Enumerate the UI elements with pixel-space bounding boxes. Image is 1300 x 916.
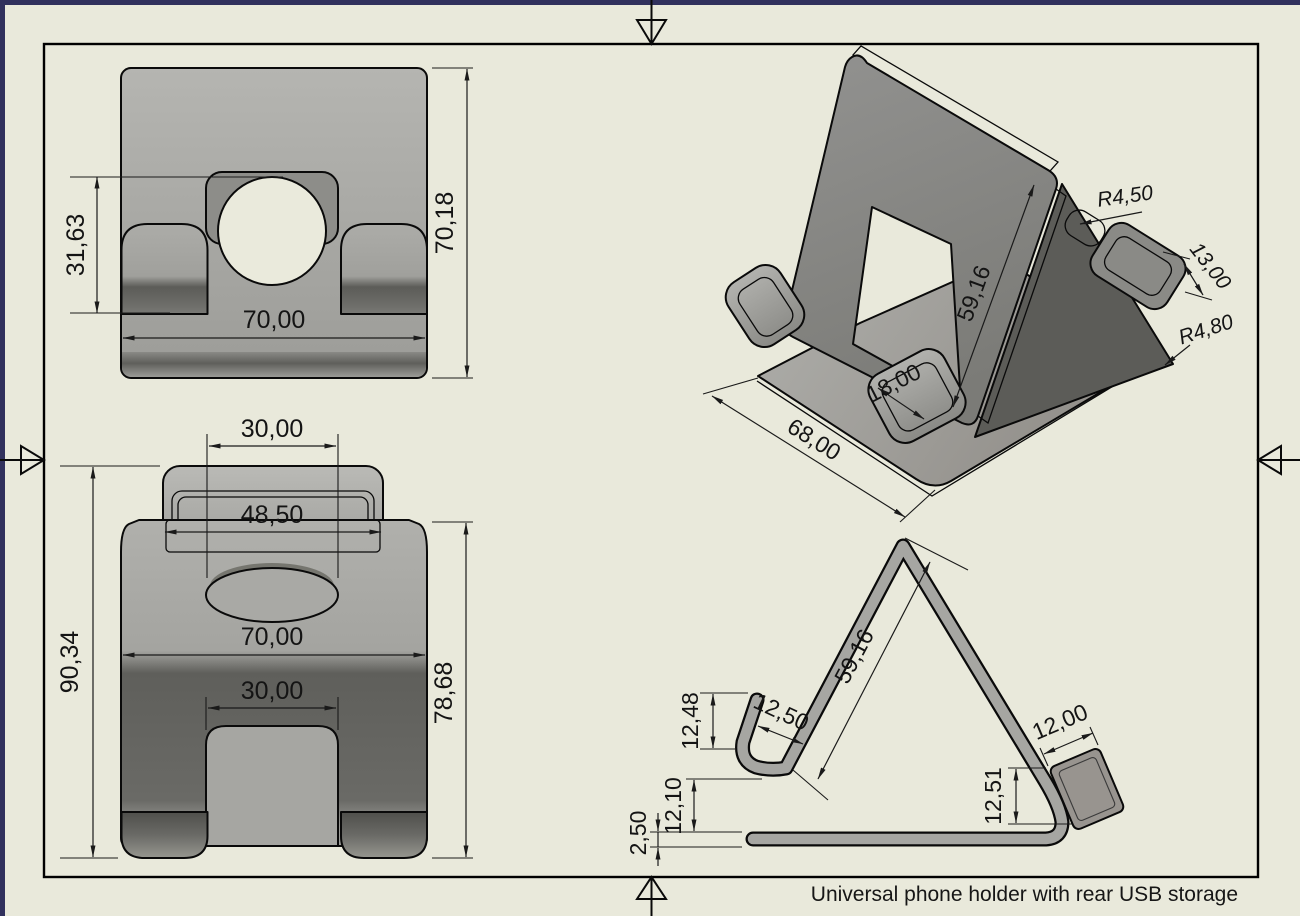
dim-side-hook-height: 12,48 [677,692,748,750]
dim-top-slot-width: 30,00 [206,415,339,578]
dim-side-hook-clearance: 12,10 [660,777,762,835]
side-view: 12,48 12,50 59,16 12,00 12,51 12,10 [625,537,1125,866]
dim-text: 48,50 [241,501,304,529]
dim-text: 12,51 [980,767,1006,825]
dim-text: 31,63 [62,214,90,277]
top-pocket-base [165,519,381,553]
dim-front-hook-height: 31,63 [62,176,283,314]
top-left-foot [120,811,209,859]
dim-text: 2,50 [625,811,651,856]
dim-side-pocket-height: 12,51 [980,767,1072,825]
center-mark-top [635,0,668,46]
side-usb-pocket-inner [1058,757,1116,821]
dim-top-cutout-width: 30,00 [205,677,339,730]
center-mark-left [0,444,46,476]
window-edge-top [0,0,1300,5]
dim-text: 70,18 [431,192,459,255]
front-right-hook [340,223,428,315]
front-hole [217,176,327,286]
dim-top-width: 70,00 [122,623,426,658]
iso-usb-pocket [1089,221,1187,311]
dim-front-height: 70,18 [431,67,473,379]
iso-left-hook-channel [737,276,794,337]
dim-text: 12,48 [677,692,703,750]
dim-text: 90,34 [56,631,84,694]
top-right-foot [340,811,428,859]
top-cutout [205,725,339,847]
iso-usb-pocket-lip [1064,209,1106,247]
iso-usb-pocket-lip-shape [1064,209,1106,247]
dim-front-width: 70,00 [122,306,426,341]
dim-text: 70,00 [243,306,306,334]
dim-text: 30,00 [241,415,304,443]
window-edge-left [0,0,5,916]
dim-side-base-thickness: 2,50 [625,811,742,866]
center-mark-bottom [635,875,668,916]
side-profile-body [737,540,1068,845]
drawing-title: Universal phone holder with rear USB sto… [811,883,1238,906]
dim-top-depth: 90,34 [56,465,160,859]
dim-text: 70,00 [241,623,304,651]
top-view: 30,00 48,50 70,00 30,00 90,34 78,68 [56,415,473,859]
dim-top-pocket-width: 48,50 [164,501,382,535]
dim-text: 30,00 [241,677,304,705]
dim-text: 12,10 [660,777,686,835]
iso-left-hook [724,263,806,349]
top-hole [205,567,339,623]
front-left-hook [120,223,209,315]
center-mark-right [1256,444,1300,476]
front-base-band [122,352,426,377]
front-view: 31,63 70,00 70,18 [62,67,473,379]
iso-usb-pocket-opening [1103,236,1173,296]
dim-text: 78,68 [430,662,458,725]
dim-top-body-depth: 78,68 [430,521,473,859]
